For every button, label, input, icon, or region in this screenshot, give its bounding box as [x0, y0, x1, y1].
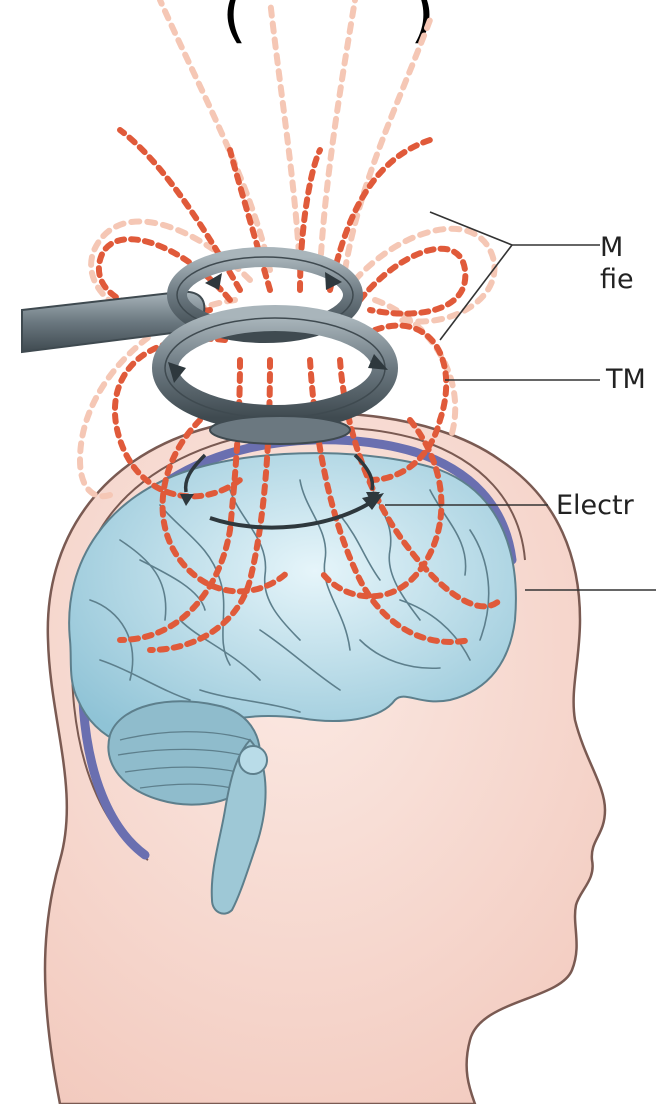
label-magnetic-field-line2: fie [600, 264, 634, 296]
pons [239, 746, 267, 774]
coil-base [210, 416, 350, 444]
label-electric-current: Electr [556, 490, 634, 522]
label-magnetic-field-line1: M [600, 232, 623, 264]
label-tms-coil: TM [606, 364, 646, 396]
